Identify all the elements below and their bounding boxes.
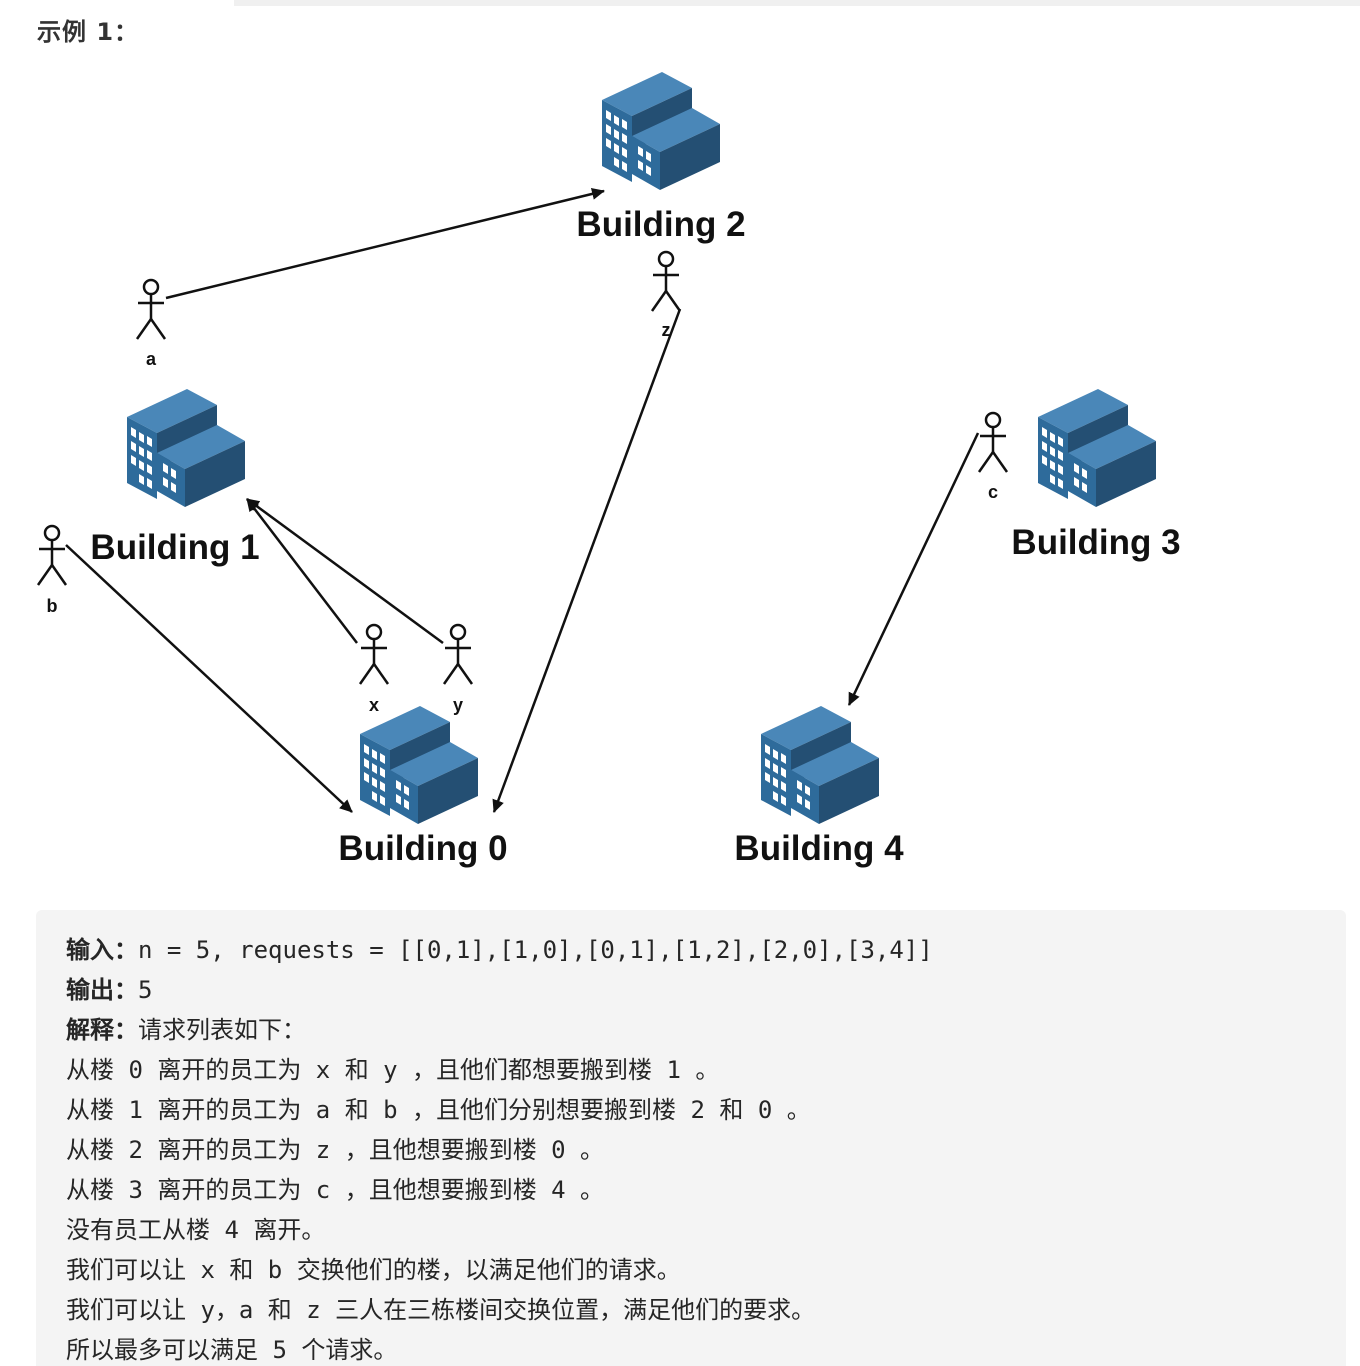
person-x-label: x [369, 695, 379, 715]
building-3-label: Building 3 [1011, 523, 1180, 562]
person-y-label: y [453, 695, 463, 715]
building-1-label: Building 1 [90, 528, 259, 567]
arrow-x-to-building-1 [246, 498, 358, 644]
building-2-label: Building 2 [576, 205, 745, 244]
arrow-c-to-building-4 [847, 432, 980, 706]
building-4: Building 4 [734, 706, 904, 868]
explanation-detail: 没有员工从楼 4 离开。 [66, 1216, 326, 1244]
person-c: c [977, 411, 1009, 502]
example-heading: 示例 1： [37, 18, 140, 46]
building-4-label: Building 4 [734, 829, 904, 868]
arrow-y-to-building-1 [246, 497, 444, 645]
example-code-block: 输入：n = 5, requests = [[0,1],[1,0],[0,1],… [36, 910, 1346, 1366]
person-y: y [442, 623, 474, 715]
person-a-label: a [146, 349, 157, 369]
person-c-label: c [988, 482, 998, 502]
explanation-detail: 从楼 2 离开的员工为 z ，且他想要搬到楼 0 。 [66, 1136, 605, 1164]
explanation-line: 解释：请求列表如下： [66, 1010, 1346, 1050]
output-label: 输出： [66, 976, 138, 1004]
input-label: 输入： [66, 936, 138, 964]
person-z-label: z [662, 320, 671, 340]
building-3: Building 3 [1011, 389, 1181, 562]
person-z: z [650, 250, 682, 340]
building-2: Building 2 [576, 72, 746, 244]
explanation-detail: 从楼 0 离开的员工为 x 和 y ，且他们都想要搬到楼 1 。 [66, 1056, 720, 1084]
arrow-z-to-building-0 [492, 308, 682, 813]
buildings-diagram: Building 2 Building 1 Building 3 Buildin… [0, 55, 1360, 885]
explanation-label: 解释： [66, 1016, 138, 1044]
arrow-a-to-building-2 [165, 188, 605, 300]
explanation-detail: 从楼 3 离开的员工为 c ，且他想要搬到楼 4 。 [66, 1176, 605, 1204]
arrow-b-to-building-0 [65, 544, 353, 813]
explanation-detail: 我们可以让 x 和 b 交换他们的楼，以满足他们的请求。 [66, 1256, 681, 1284]
building-0-label: Building 0 [338, 829, 507, 868]
explanation-value: 请求列表如下： [138, 1016, 306, 1044]
output-value: 5 [138, 976, 153, 1004]
explanation-detail: 我们可以让 y，a 和 z 三人在三栋楼间交换位置，满足他们的要求。 [66, 1296, 816, 1324]
explanation-detail: 所以最多可以满足 5 个请求。 [66, 1336, 398, 1364]
person-a: a [135, 278, 167, 369]
explanation-detail: 从楼 1 离开的员工为 a 和 b ，且他们分别想要搬到楼 2 和 0 。 [66, 1096, 811, 1124]
building-1: Building 1 [90, 389, 260, 567]
person-b-label: b [47, 596, 58, 616]
divider [234, 0, 1360, 6]
output-line: 输出：5 [66, 970, 1346, 1010]
input-line: 输入：n = 5, requests = [[0,1],[1,0],[0,1],… [66, 930, 1346, 970]
input-value: n = 5, requests = [[0,1],[1,0],[0,1],[1,… [138, 936, 933, 964]
person-x: x [358, 623, 390, 715]
person-b: b [36, 524, 68, 616]
building-0: Building 0 [338, 706, 508, 868]
